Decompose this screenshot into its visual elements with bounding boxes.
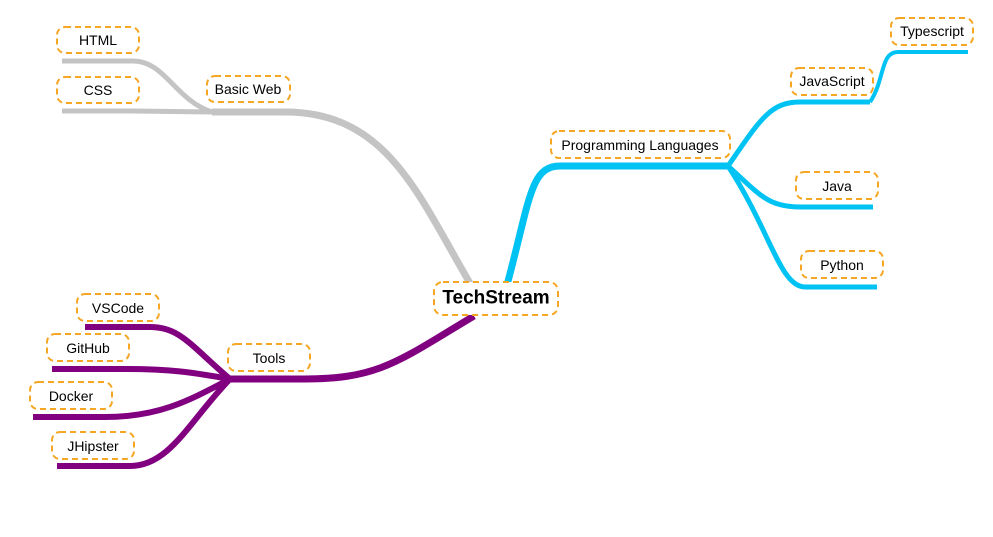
edge-tools-docker	[33, 376, 232, 420]
node-html[interactable]: HTML	[56, 26, 140, 54]
github-label: GitHub	[66, 340, 110, 356]
docker-label: Docker	[49, 388, 94, 404]
node-python[interactable]: Python	[800, 250, 884, 279]
node-java[interactable]: Java	[795, 171, 879, 200]
node-typescript[interactable]: Typescript	[890, 17, 974, 46]
node-programming-languages[interactable]: Programming Languages	[550, 130, 731, 159]
edges-basic-web	[62, 58, 478, 292]
edge-javascript-typescript	[868, 50, 968, 104]
edge-tools-vscode	[85, 324, 232, 382]
html-label: HTML	[79, 32, 117, 48]
edges-tools	[33, 312, 476, 469]
edge-programming-javascript	[725, 99, 870, 168]
edge-tools-github	[52, 366, 231, 382]
edge-programming-java	[726, 164, 873, 210]
python-label: Python	[820, 257, 864, 273]
edge-root-tools	[230, 312, 476, 383]
vscode-label: VSCode	[92, 300, 144, 316]
jhipster-label: JHipster	[67, 438, 119, 454]
node-vscode[interactable]: VSCode	[76, 293, 160, 322]
tools-label: Tools	[253, 350, 286, 366]
typescript-label: Typescript	[900, 23, 964, 39]
node-css[interactable]: CSS	[56, 76, 140, 104]
root-label: TechStream	[442, 288, 549, 309]
programming-languages-label: Programming Languages	[561, 137, 718, 153]
node-docker[interactable]: Docker	[29, 381, 113, 410]
edge-basic-web-css	[62, 108, 213, 115]
edge-root-programming	[503, 162, 728, 286]
edge-programming-python	[725, 164, 877, 290]
node-root-techstream[interactable]: TechStream	[433, 281, 559, 316]
edge-root-basic-web	[212, 108, 478, 292]
node-github[interactable]: GitHub	[46, 333, 130, 362]
java-label: Java	[822, 178, 852, 194]
css-label: CSS	[84, 82, 113, 98]
edge-basic-web-html	[62, 58, 213, 115]
node-tools[interactable]: Tools	[227, 343, 311, 372]
edges-programming	[503, 50, 968, 290]
basic-web-label: Basic Web	[215, 81, 282, 97]
node-jhipster[interactable]: JHipster	[51, 431, 135, 460]
node-javascript[interactable]: JavaScript	[790, 67, 874, 96]
node-basic-web[interactable]: Basic Web	[206, 75, 291, 103]
edge-tools-jhipster	[57, 376, 233, 469]
javascript-label: JavaScript	[799, 73, 864, 89]
